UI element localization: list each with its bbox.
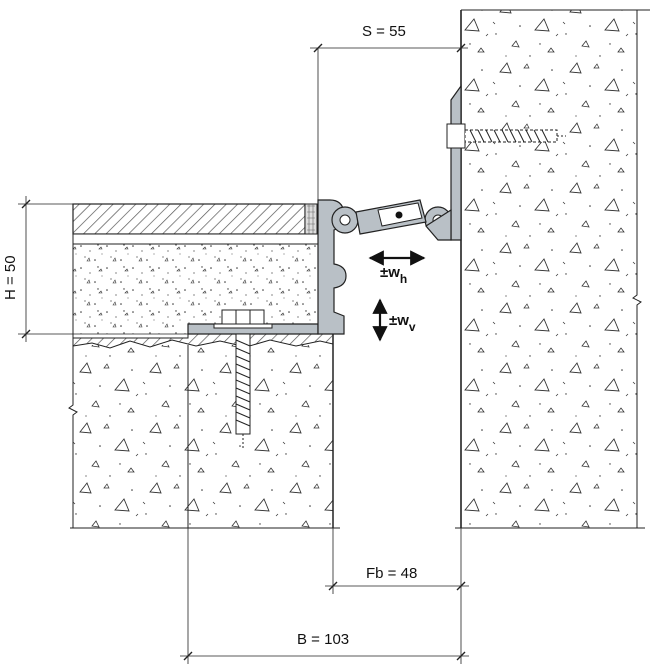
horizontal-movement-sub: h [400,272,407,286]
wall-screw [446,123,566,149]
horizontal-movement-label: ±wh [380,264,407,286]
dimension-s [310,43,468,200]
left-substrate [68,333,340,529]
right-wall [455,9,650,529]
vertical-movement-label: ±wv [389,312,416,334]
dimension-b-label: B = 103 [297,631,349,648]
dimension-h-label: H = 50 [2,255,19,300]
joint-profile [187,84,462,335]
horizontal-movement-main: ±w [380,264,400,281]
floor-bolt [213,309,273,450]
dimension-h [18,196,188,342]
vertical-movement-sub: v [409,320,416,334]
screed-layer [72,244,323,338]
vertical-movement-main: ±w [389,312,409,329]
dimension-s-label: S = 55 [362,23,406,40]
movement-arrows [368,250,426,342]
dimension-fb [325,528,469,594]
floor-covering [72,203,324,245]
dimension-fb-label: Fb = 48 [366,565,417,582]
dimension-b [180,528,469,664]
